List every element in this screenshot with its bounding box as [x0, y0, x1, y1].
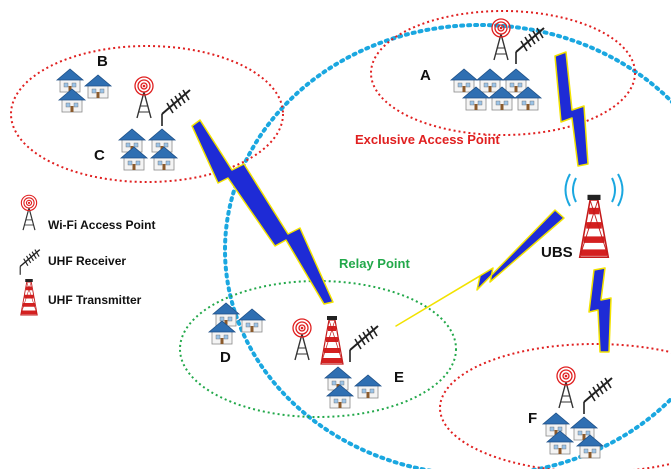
uhf-receiver-icon: [161, 89, 191, 127]
uhf-transmitter-icon: [578, 194, 610, 258]
uhf-receiver-icon: [583, 377, 613, 415]
house-icon: [502, 68, 530, 93]
signal-wave-icon: [617, 173, 624, 207]
link-bolt-a-ubs: [554, 51, 589, 167]
node-label-c: C: [94, 147, 105, 164]
house-icon: [570, 416, 598, 441]
node-label-b: B: [97, 53, 108, 70]
uhf-receiver-icon: [349, 325, 379, 363]
uhf-transmitter-icon: [320, 315, 344, 365]
cluster-bc: [56, 68, 191, 171]
house-icon: [542, 412, 570, 437]
node-label-ubs: UBS: [541, 244, 573, 261]
house-icon: [450, 68, 478, 93]
legend-uhf-receiver-label: UHF Receiver: [48, 254, 126, 268]
house-icon: [212, 302, 240, 327]
link-bolt-e-ubs: [395, 209, 565, 327]
cluster-a: [450, 18, 545, 111]
legend-uhf-transmitter-label: UHF Transmitter: [48, 293, 142, 307]
zone-ring-a: [370, 10, 636, 136]
uhf-receiver-icon: [19, 248, 41, 276]
signal-wave-icon: [564, 173, 571, 207]
cluster-de: [208, 302, 382, 409]
house-icon: [238, 308, 266, 333]
ubs-coverage-ring: [223, 23, 671, 474]
node-label-a: A: [420, 67, 431, 84]
signal-wave-icon: [572, 177, 577, 203]
wifi-access-point-icon: [556, 366, 576, 409]
house-icon: [84, 74, 112, 99]
uhf-transmitter-icon: [20, 278, 38, 316]
relay-point-label: Relay Point: [339, 256, 410, 271]
relay-ring-de: [179, 280, 457, 418]
node-label-f: F: [528, 410, 537, 427]
uhf-receiver-icon: [515, 27, 545, 65]
zone-ring-bc: [10, 45, 284, 183]
ubs-station: [564, 173, 624, 258]
wifi-access-point-icon: [134, 76, 154, 119]
house-icon: [58, 88, 86, 113]
wifi-access-point-icon: [292, 318, 312, 361]
wifi-access-point-icon: [20, 194, 38, 231]
legend-wifi-label: Wi-Fi Access Point: [48, 218, 155, 232]
house-icon: [476, 68, 504, 93]
legend: Wi-Fi Access Point UHF Receiver UHF Tran…: [19, 194, 155, 316]
node-label-d: D: [220, 349, 231, 366]
link-bolt-c-e: [191, 119, 334, 305]
signal-wave-icon: [611, 177, 616, 203]
cluster-f: [542, 366, 613, 459]
link-bolt-ubs-f: [588, 267, 612, 353]
node-label-e: E: [394, 369, 404, 386]
exclusive-access-point-label: Exclusive Access Point: [355, 132, 500, 147]
house-icon: [56, 68, 84, 93]
house-icon: [354, 374, 382, 399]
